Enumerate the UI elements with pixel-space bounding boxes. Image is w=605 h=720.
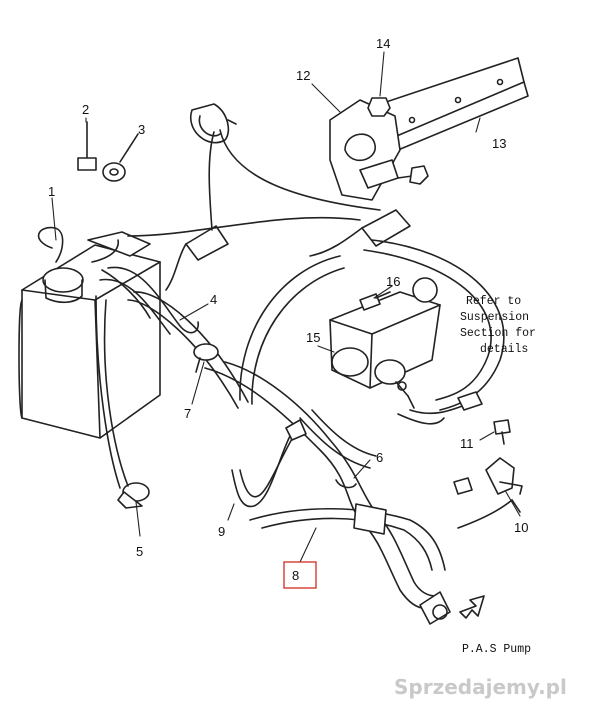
nut-14 <box>367 97 391 117</box>
leader-lines <box>51 51 521 563</box>
hose-clip <box>189 103 237 144</box>
callout-1: 1 <box>48 184 55 199</box>
watermark: Sprzedajemy.pl <box>394 675 567 699</box>
note-line-4: details <box>480 343 528 356</box>
note-line-3: Section for <box>460 327 536 340</box>
callout-8: 8 <box>292 568 299 583</box>
callout-3: 3 <box>138 122 145 137</box>
watermark-text: Sprzedajemy.pl <box>394 675 567 699</box>
hose-clip-7 <box>193 343 219 373</box>
callout-labels: 1 2 3 4 5 6 7 8 9 10 11 12 13 14 15 16 <box>48 36 528 583</box>
sensor-connector-left <box>165 225 229 291</box>
feed-hose-from-reservoir <box>101 269 249 409</box>
callout-5: 5 <box>136 544 143 559</box>
bolt-2 <box>77 121 97 171</box>
callout-15: 15 <box>306 330 320 345</box>
bolt-11 <box>493 419 511 445</box>
arrow-to-pump-icon <box>459 595 485 619</box>
callout-6: 6 <box>376 450 383 465</box>
callout-11: 11 <box>460 436 474 451</box>
callout-9: 9 <box>218 524 225 539</box>
callout-2: 2 <box>82 102 89 117</box>
sensor-connector-right <box>309 209 411 257</box>
note-line-2: Suspension <box>460 311 529 324</box>
bracket-plate-12 <box>329 99 413 201</box>
callout-8-highlight-box <box>283 561 317 589</box>
pump-label: P.A.S Pump <box>462 643 531 656</box>
callout-13: 13 <box>492 136 506 151</box>
callout-14: 14 <box>376 36 390 51</box>
pipe-fitting-connection <box>457 499 521 529</box>
valve-block-15 <box>329 277 441 409</box>
note-line-1: Refer to <box>466 295 521 308</box>
bolt-lower-left <box>453 477 473 495</box>
washer-3 <box>102 133 139 182</box>
pipe-9 <box>231 419 307 508</box>
hose-4 <box>99 266 200 335</box>
wiring-loom <box>127 129 381 237</box>
callout-7: 7 <box>184 406 191 421</box>
callout-12: 12 <box>296 68 310 83</box>
hose-clip-5 <box>95 295 150 509</box>
callout-4: 4 <box>210 292 217 307</box>
return-hose-8 <box>204 361 451 625</box>
callout-16: 16 <box>386 274 400 289</box>
hose-6 <box>299 409 377 489</box>
bracket-10 <box>485 457 523 495</box>
pressure-pipe <box>397 391 483 425</box>
bolt-16 <box>359 291 391 311</box>
nut-bracket-small <box>409 165 429 185</box>
fluid-reservoir <box>18 226 161 439</box>
callout-10: 10 <box>514 520 528 535</box>
lower-hose-to-pump <box>249 503 446 571</box>
suspension-note: Refer to Suspension Section for details <box>460 295 536 356</box>
